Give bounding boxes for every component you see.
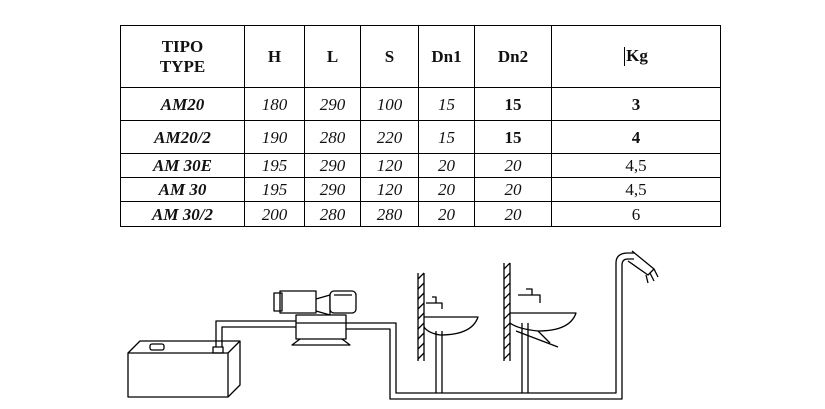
cell-dn1: 20 <box>418 177 475 202</box>
cell-dn1: 20 <box>418 201 475 227</box>
cell-kg: 4,5 <box>551 153 721 178</box>
cell-dn2: 20 <box>474 177 552 202</box>
sink-icon <box>503 262 577 361</box>
header-dn1: Dn1 <box>418 25 475 88</box>
cell-dn1: 20 <box>418 153 475 178</box>
table-row: AM 30 195 290 120 20 20 4,5 <box>120 177 721 202</box>
specs-table-container: TIPO TYPE H L S Dn1 Dn2 Kg AM20 180 290 … <box>120 25 721 230</box>
cell-dn2: 15 <box>474 120 552 154</box>
header-h: H <box>244 25 305 88</box>
header-dn2: Dn2 <box>474 25 552 88</box>
cell-type: AM 30E <box>120 153 245 178</box>
table-row: AM20/2 190 280 220 15 15 4 <box>120 120 721 154</box>
cell-kg: 4 <box>551 120 721 154</box>
cell-l: 280 <box>304 201 361 227</box>
cell-kg: 3 <box>551 87 721 121</box>
cell-l: 290 <box>304 87 361 121</box>
cell-dn2: 20 <box>474 153 552 178</box>
cell-s: 120 <box>360 153 419 178</box>
cell-s: 100 <box>360 87 419 121</box>
header-type-line1: TIPO <box>161 36 204 56</box>
tank-icon <box>127 340 241 398</box>
cell-h: 190 <box>244 120 305 154</box>
header-s: S <box>360 25 419 88</box>
cell-dn1: 15 <box>418 120 475 154</box>
table-row: AM 30/2 200 280 280 20 20 6 <box>120 201 721 227</box>
header-l: L <box>304 25 361 88</box>
table-row: AM 30E 195 290 120 20 20 4,5 <box>120 153 721 178</box>
installation-diagram-svg <box>127 250 659 400</box>
specs-table: TIPO TYPE H L S Dn1 Dn2 Kg AM20 180 290 … <box>120 25 721 227</box>
installation-diagram <box>118 243 678 405</box>
cell-dn1: 15 <box>418 87 475 121</box>
cell-h: 195 <box>244 177 305 202</box>
cell-s: 220 <box>360 120 419 154</box>
shower-head-icon <box>615 250 659 284</box>
cell-l: 290 <box>304 177 361 202</box>
cell-type: AM20 <box>120 87 245 121</box>
header-type-line2: TYPE <box>159 56 206 76</box>
cell-l: 290 <box>304 153 361 178</box>
cell-type: AM 30 <box>120 177 245 202</box>
cell-type: AM20/2 <box>120 120 245 154</box>
drain-pipes <box>346 263 623 400</box>
table-header-row: TIPO TYPE H L S Dn1 Dn2 Kg <box>120 25 721 88</box>
header-kg-label: Kg <box>626 45 648 65</box>
cell-s: 280 <box>360 201 419 227</box>
header-type: TIPO TYPE <box>120 25 245 88</box>
cell-kg: 6 <box>551 201 721 227</box>
text-cursor <box>624 47 626 67</box>
cell-dn2: 20 <box>474 201 552 227</box>
cell-l: 280 <box>304 120 361 154</box>
cell-kg: 4,5 <box>551 177 721 202</box>
wash-basin-icon <box>417 272 479 361</box>
header-kg: Kg <box>551 25 721 88</box>
table-row: AM20 180 290 100 15 15 3 <box>120 87 721 121</box>
cell-h: 195 <box>244 153 305 178</box>
cell-s: 120 <box>360 177 419 202</box>
pump-icon <box>273 290 357 346</box>
cell-h: 180 <box>244 87 305 121</box>
cell-dn2: 15 <box>474 87 552 121</box>
inlet-pipe <box>215 320 296 347</box>
cell-h: 200 <box>244 201 305 227</box>
cell-type: AM 30/2 <box>120 201 245 227</box>
